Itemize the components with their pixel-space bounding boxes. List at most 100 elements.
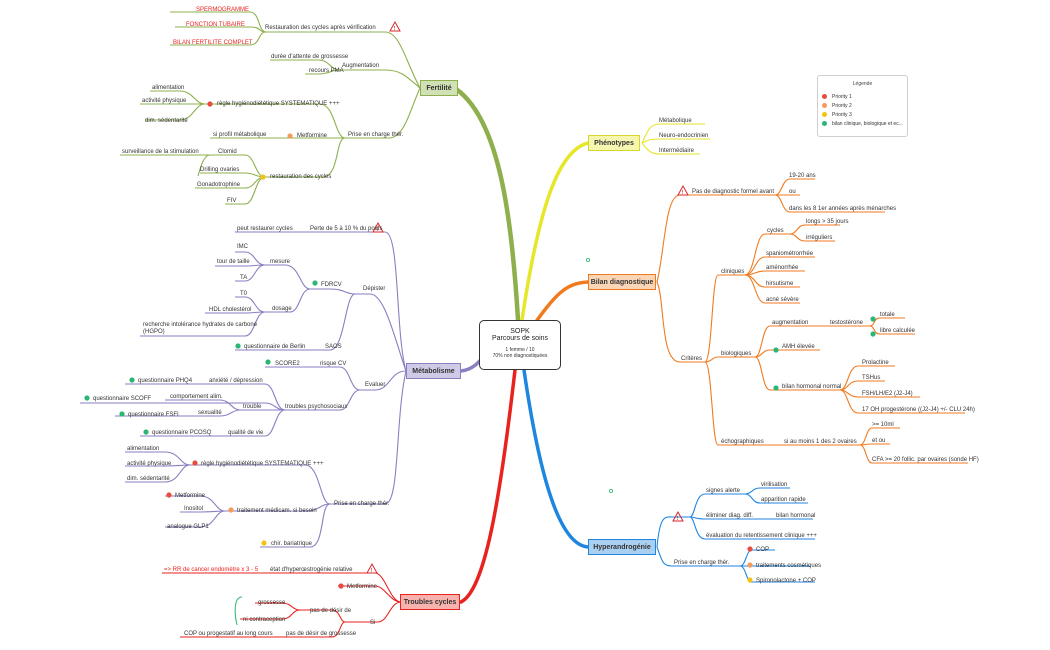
- branch-fertilite[interactable]: Fertilité: [420, 80, 458, 96]
- label-alimentation: alimentation: [152, 85, 184, 91]
- label-libre: libre calculée: [880, 328, 916, 334]
- label-testosterone: testostérone: [830, 320, 864, 326]
- label-bilan-hormonal-h: bilan hormonal: [776, 513, 815, 519]
- label-longs: longs > 35 jours: [806, 219, 849, 225]
- label-metformine-t: Metformine: [347, 584, 378, 590]
- label-recherche1: recherche intolérance hydrates de carbon…: [143, 322, 258, 328]
- label-biologiques: biologiques: [721, 351, 751, 357]
- branch-hyperandrogenie[interactable]: Hyperandrogénie: [588, 539, 656, 555]
- label-gonado: Gonadotrophine: [197, 182, 241, 188]
- legend-label: Priority 2: [832, 102, 852, 109]
- branch-troubles-cycles[interactable]: Troubles cycles: [400, 594, 460, 610]
- label-mesure: mesure: [270, 259, 291, 265]
- label-comportement: comportement alim.: [170, 394, 223, 400]
- label-fsh: FSH/LH/E2 (J2-J4): [862, 391, 913, 397]
- label-risque-cv: risque CV: [320, 361, 346, 367]
- legend-item: Priority 3: [822, 110, 907, 119]
- label-duree-attente: durée d'attente de grossesse: [271, 54, 349, 60]
- label-dosage: dosage: [272, 306, 292, 312]
- label-intermediaire: Intermédiaire: [659, 148, 695, 154]
- priority-markers: [84, 101, 876, 589]
- label-evaluer: Evaluer: [365, 382, 385, 388]
- label-drilling: Drilling ovaries: [200, 167, 239, 173]
- label-ou: ou: [789, 189, 796, 195]
- warning-icon: !: [677, 184, 689, 196]
- label-8ans: dans les 8 1er années après ménarches: [789, 206, 896, 212]
- branch-phenotypes[interactable]: Phénotypes: [588, 135, 640, 151]
- label-traitement: traitement médicam. si besoin: [237, 508, 317, 514]
- legend-title: Légende: [852, 81, 873, 87]
- label-recherche2: (HGPO): [143, 329, 165, 335]
- label-alimentation-m: alimentation: [127, 446, 159, 452]
- label-apparition: apparition rapide: [761, 497, 806, 503]
- label-pas-desir-grossesse: pas de désir de grossesse: [286, 631, 357, 637]
- branch-metabolisme[interactable]: Métabolisme: [406, 363, 461, 379]
- label-totale: totale: [880, 312, 895, 318]
- label-rr-cancer: => RR de cancer endomètre x 3 - 5: [164, 567, 259, 573]
- warning-icon: !: [372, 221, 384, 233]
- label-irreguliers: irréguliers: [806, 235, 832, 241]
- branch-bilan-diagnostique[interactable]: Bilan diagnostique: [588, 274, 656, 290]
- label-amenorrhee: aménorrhée: [766, 265, 799, 271]
- label-spanio: spaniométrorrhée: [766, 251, 814, 257]
- label-signes-alerte: signes alerte: [706, 488, 741, 494]
- label-acne: acné sévère: [766, 297, 799, 303]
- label-10ml: >= 10ml: [872, 422, 894, 428]
- label-inositol: Inositol: [184, 506, 203, 512]
- label-hdl: HDL cholestérol: [209, 307, 251, 313]
- label-tour-taille: tour de taille: [217, 259, 250, 265]
- label-ta: TA: [240, 275, 247, 281]
- label-sedentarite-m: dim. sédentarité: [127, 476, 170, 482]
- label-spermogramme: SPERMOGRAMME: [196, 7, 249, 13]
- priority-2-icon: [822, 103, 827, 108]
- bilan-icon: [822, 121, 827, 126]
- label-restauration: restauration des cycles: [270, 174, 331, 180]
- label-pcosq: questionnaire PCOSQ: [152, 430, 212, 436]
- legend-item: Priority 2: [822, 101, 907, 110]
- label-eliminer: éliminer diag. diff.: [706, 513, 753, 519]
- warning-icon: !: [672, 510, 684, 522]
- label-bilan-fertilite: BILAN FERTILITE COMPLET: [173, 40, 253, 46]
- label-metabolique: Métabolique: [659, 118, 692, 124]
- label-fonction-tubaire: FONCTION TUBAIRE: [186, 22, 245, 28]
- label-17oh: 17 OH progestérone ((J2-J4) +/- CLU 24h): [862, 407, 975, 413]
- label-peut-restaurer: peut restaurer cycles: [237, 226, 293, 232]
- label-augmentation-b: augmentation: [772, 320, 808, 326]
- label-prise-charge: Prise en charge thér.: [348, 132, 404, 138]
- label-neuro: Neuro-endocrinien: [659, 133, 708, 139]
- legend-item: Priority 1: [822, 92, 907, 101]
- label-metformine: Metformine: [297, 133, 328, 139]
- label-criteres: Critères: [681, 356, 702, 362]
- branch-line-hyperandrogenie: [522, 368, 590, 549]
- label-virilisation: virilisation: [761, 482, 787, 488]
- label-activite-m: activité physique: [127, 461, 172, 467]
- label-si-au-moins: si au moins 1 des 2 ovaires: [784, 439, 857, 445]
- label-spironolactone: Spironolactone + COP: [756, 578, 816, 584]
- label-fiv: FIV: [227, 198, 236, 204]
- legend-item: bilan clinique, biologique et ec...: [822, 119, 907, 128]
- label-cycles: cycles: [767, 228, 784, 234]
- label-cosmetiques: traitements cosmétiques: [756, 563, 821, 569]
- branch-line-phenotypes: [520, 141, 590, 322]
- label-t0: T0: [240, 291, 248, 297]
- label-prise-charge-m: Prise en charge thér.: [334, 501, 390, 507]
- label-imc: IMC: [237, 244, 249, 250]
- label-regle-m: règle hygiénodiététique SYSTEMATIQUE +++: [201, 461, 324, 467]
- svg-text:!: !: [682, 190, 684, 196]
- label-sexualite: sexualité: [198, 410, 222, 416]
- label-fdrcv: FDRCV: [321, 282, 342, 288]
- label-et-ou: et ou: [872, 438, 885, 444]
- center-subtitle: Parcours de soins: [491, 335, 549, 342]
- label-scoff: questionnaire SCOFF: [93, 396, 151, 402]
- label-recours-pma: recours PMA: [309, 68, 344, 74]
- label-si-profil: si profil métabolique: [213, 132, 267, 138]
- svg-text:!: !: [377, 227, 379, 233]
- label-depister: Dépister: [363, 286, 385, 292]
- priority-3-icon: [822, 112, 827, 117]
- label-berlin: questionnaire de Berlin: [244, 344, 305, 350]
- label-pas-diagnostic: Pas de diagnostic formel avant: [692, 189, 774, 195]
- label-qualite: qualité de vie: [228, 430, 264, 436]
- label-pas-desir-de: pas de désir de: [310, 608, 352, 614]
- center-topic[interactable]: SOPK Parcours de soins 1 femme / 10 70% …: [479, 320, 561, 370]
